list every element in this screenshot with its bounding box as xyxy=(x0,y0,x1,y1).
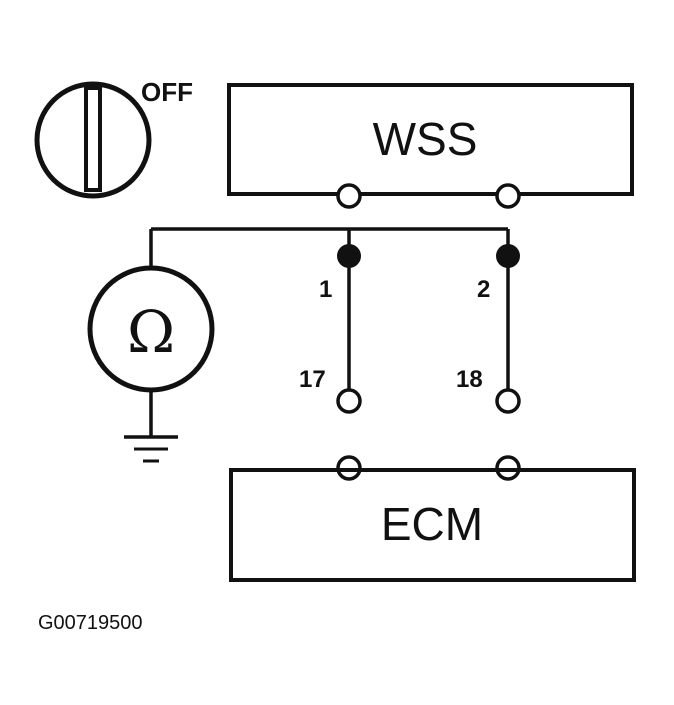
ecm-box xyxy=(229,468,636,582)
probe-point-pin-2 xyxy=(496,244,520,268)
ecm-harness-terminal-17 xyxy=(336,388,362,414)
pin-label-17: 17 xyxy=(299,366,326,393)
ground-icon xyxy=(124,435,178,463)
wss-box xyxy=(227,83,634,196)
pin-label-1: 1 xyxy=(319,276,332,303)
ecm-label: ECM xyxy=(381,498,483,550)
figure-code: G00719500 xyxy=(38,612,143,634)
wss-terminal-2 xyxy=(495,183,521,209)
probe-point-pin-1 xyxy=(337,244,361,268)
wss-terminal-1 xyxy=(336,183,362,209)
ignition-switch-icon xyxy=(34,81,152,199)
wss-label: WSS xyxy=(373,113,478,165)
switch-off-label: OFF xyxy=(141,77,193,107)
ecm-harness-terminal-18 xyxy=(495,388,521,414)
ohm-symbol: Ω xyxy=(127,298,175,366)
pin-label-2: 2 xyxy=(477,276,490,303)
pin-label-18: 18 xyxy=(456,366,483,393)
